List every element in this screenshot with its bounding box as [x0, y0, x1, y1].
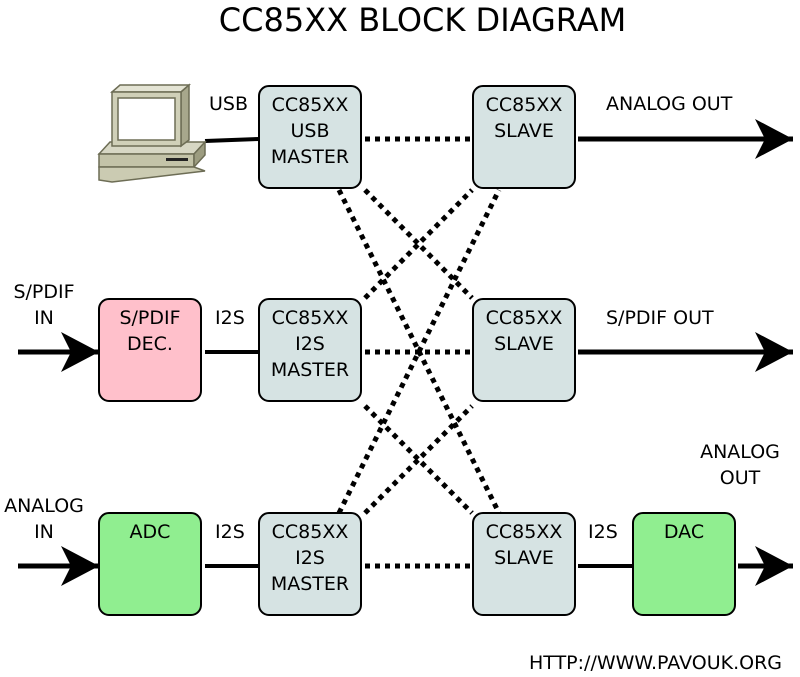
block-label-line: MASTER	[270, 573, 350, 595]
analog-in-label: ANALOG IN	[0, 493, 88, 545]
block-label-line: DEC.	[127, 333, 173, 355]
spdif-in-label-line: IN	[34, 307, 54, 329]
analog-out-label-2: ANALOG OUT	[690, 439, 790, 491]
analog-out-label-line: OUT	[719, 467, 761, 489]
computer-icon	[97, 83, 207, 183]
cc85xx-i2s-master-block-2: CC85XX I2S MASTER	[258, 512, 362, 616]
analog-out-label-1: ANALOG OUT	[606, 93, 733, 115]
spdif-out-label: S/PDIF OUT	[606, 307, 714, 329]
block-label-line: CC85XX	[271, 94, 349, 116]
cc85xx-usb-master-block: CC85XX USB MASTER	[258, 85, 362, 189]
i2s-label-3: I2S	[588, 521, 618, 543]
i2s-label-2: I2S	[215, 521, 245, 543]
analog-in-label-line: ANALOG	[4, 495, 84, 517]
block-label-line: CC85XX	[485, 94, 563, 116]
block-label-line: SLAVE	[494, 547, 554, 569]
block-label-line: SLAVE	[494, 333, 554, 355]
computer-to-usb-wire	[204, 137, 260, 143]
source-url: HTTP://WWW.PAVOUK.ORG	[529, 652, 782, 674]
block-label-line: DAC	[663, 521, 705, 543]
cc85xx-slave-block-1: CC85XX SLAVE	[472, 85, 576, 189]
dac-block: DAC	[632, 512, 736, 616]
spdif-decoder-block: S/PDIF DEC.	[98, 298, 202, 402]
spdif-in-label: S/PDIF IN	[0, 279, 88, 331]
block-label-line: SLAVE	[494, 120, 554, 142]
wireless-link	[336, 188, 502, 515]
block-label-line: MASTER	[270, 359, 350, 381]
diagram-title: CC85XX BLOCK DIAGRAM	[218, 1, 627, 39]
block-label-line: MASTER	[270, 146, 350, 168]
i2s-label-1: I2S	[215, 307, 245, 329]
block-label-line: CC85XX	[485, 521, 563, 543]
block-label-line: I2S	[295, 333, 325, 355]
cc85xx-i2s-master-block-1: CC85XX I2S MASTER	[258, 298, 362, 402]
spdif-in-label-line: S/PDIF	[13, 281, 75, 303]
block-label-line: CC85XX	[271, 307, 349, 329]
block-label-line: S/PDIF	[119, 307, 181, 329]
analog-in-label-line: IN	[34, 521, 54, 543]
block-label-line: ADC	[129, 521, 171, 543]
block-label-line: CC85XX	[271, 521, 349, 543]
block-label-line: I2S	[295, 547, 325, 569]
adc-block: ADC	[98, 512, 202, 616]
usb-label: USB	[209, 93, 249, 115]
block-label-line: USB	[290, 120, 330, 142]
block-label-line: CC85XX	[485, 307, 563, 329]
cc85xx-slave-block-3: CC85XX SLAVE	[472, 512, 576, 616]
analog-out-label-line: ANALOG	[700, 441, 780, 463]
cc85xx-slave-block-2: CC85XX SLAVE	[472, 298, 576, 402]
